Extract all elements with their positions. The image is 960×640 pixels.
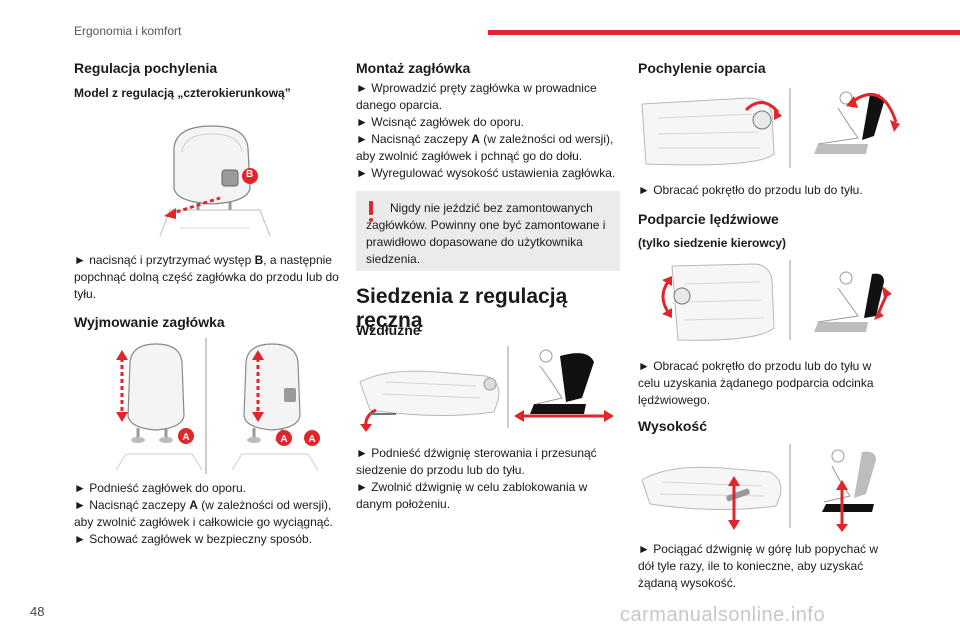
header-accent-bar bbox=[488, 30, 960, 35]
mount-step-1: ► Wprowadzić pręty zagłówka w prowadnice… bbox=[356, 81, 597, 112]
removal-step-1: ► Podnieść zagłówek do oporu. bbox=[74, 481, 246, 495]
headrest-tilt-illustration: B bbox=[150, 118, 280, 238]
lumbar-text: ► Obracać pokrętło do przodu lub do tyłu… bbox=[638, 359, 874, 407]
longitudinal-illustration bbox=[356, 342, 618, 432]
backrest-text: ► Obracać pokrętło do przodu lub do tyłu… bbox=[638, 183, 863, 197]
watermark: carmanualsonline.info bbox=[620, 604, 826, 626]
para-press-b: ► nacisnąć i przytrzymać występ B, a nas… bbox=[74, 253, 339, 301]
heading-removal: Wyjmowanie zagłówka bbox=[74, 314, 225, 330]
removal-step-3: ► Schować zagłówek w bezpieczny sposób. bbox=[74, 532, 312, 546]
height-text: ► Pociągać dźwignię w górę lub popychać … bbox=[638, 542, 879, 590]
heading-tilt-adjustment: Regulacja pochylenia bbox=[74, 60, 218, 76]
heading-longitudinal: Wzdłużne bbox=[356, 322, 421, 338]
page-number: 48 bbox=[30, 604, 45, 619]
heading-height: Wysokość bbox=[638, 418, 707, 434]
mount-step-2: ► Wcisnąć zagłówek do oporu. bbox=[356, 115, 524, 129]
lumbar-illustration bbox=[638, 256, 900, 346]
removal-step-2: ► Nacisnąć zaczepy A (w zależności od we… bbox=[74, 498, 333, 529]
heading-lumbar: Podparcie lędźwiowe bbox=[638, 211, 779, 227]
heading-backrest-tilt: Pochylenie oparcia bbox=[638, 60, 766, 76]
warning-text: Nigdy nie jeździć bez zamontowanych zagł… bbox=[366, 201, 606, 266]
height-illustration bbox=[638, 440, 900, 532]
label-a-2: A bbox=[280, 434, 287, 445]
longitudinal-step-1: ► Podnieść dźwignię sterowania i przesun… bbox=[356, 446, 597, 477]
warning-box: Nigdy nie jeździć bez zamontowanych zagł… bbox=[356, 191, 620, 271]
heading-mounting: Montaż zagłówka bbox=[356, 60, 471, 76]
mount-step-4: ► Wyregulować wysokość ustawienia zagłów… bbox=[356, 166, 616, 180]
mount-step-3: ► Nacisnąć zaczepy A (w zależności od we… bbox=[356, 132, 614, 163]
subheading-driver-only: (tylko siedzenie kierowcy) bbox=[638, 236, 787, 250]
warning-exclamation-icon bbox=[366, 201, 376, 222]
label-b: B bbox=[246, 169, 254, 180]
label-a-3: A bbox=[308, 434, 315, 445]
subheading-four-way: Model z regulacją „czterokierunkową” bbox=[74, 86, 291, 100]
longitudinal-step-2: ► Zwolnić dźwignię w celu zablokowania w… bbox=[356, 480, 588, 511]
heading-manual-seats: Siedzenia z regulacją ręczną bbox=[356, 285, 568, 332]
backrest-tilt-illustration bbox=[638, 84, 900, 172]
headrest-removal-illustration: A A A bbox=[112, 338, 332, 474]
label-a-1: A bbox=[182, 432, 189, 443]
section-header: Ergonomia i komfort bbox=[74, 24, 182, 38]
